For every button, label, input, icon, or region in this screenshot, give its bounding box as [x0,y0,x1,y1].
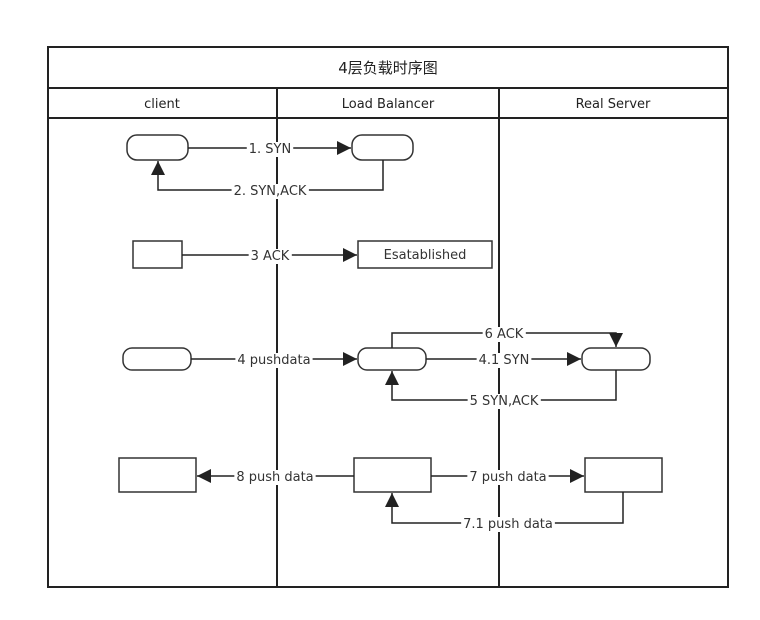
swimlane-frame [47,46,729,588]
lb-established-node [357,240,493,269]
label-m3: 3 ACK [248,249,292,264]
established-label: Esatablished [384,248,467,263]
lb-node-data [353,457,432,493]
client-node-ack [132,240,183,269]
diagram-title: 4层负载时序图 [338,59,438,77]
label-m6: 6 ACK [482,327,526,342]
svg-text:6 ACK: 6 ACK [485,327,524,342]
label-m2: 2. SYN,ACK [231,184,309,199]
svg-text:7 push data: 7 push data [469,470,546,485]
label-m8: 8 push data [234,470,316,485]
rs-node-syn [581,347,651,371]
lane-header-load-balancer: Load Balancer [342,97,435,112]
client-node-syn [126,134,189,161]
label-m71: 7.1 push data [461,517,555,532]
rs-node-data [584,457,663,493]
svg-text:8 push data: 8 push data [236,470,313,485]
client-node-push [122,347,192,371]
label-m4: 4 pushdata [235,353,313,368]
label-m41: 4.1 SYN [476,353,532,368]
lb-node-push [357,347,427,371]
lane-header-real-server: Real Server [576,97,651,112]
svg-text:4 pushdata: 4 pushdata [237,353,310,368]
svg-text:4.1 SYN: 4.1 SYN [479,353,530,368]
lb-node-syn [351,134,414,161]
svg-text:7.1 push data: 7.1 push data [463,517,553,532]
svg-text:3 ACK: 3 ACK [251,249,290,264]
client-node-data [118,457,197,493]
svg-text:5 SYN,ACK: 5 SYN,ACK [470,394,539,409]
lane-header-client: client [144,97,180,112]
label-m7: 7 push data [467,470,549,485]
label-m5: 5 SYN,ACK [467,394,541,409]
svg-text:2. SYN,ACK: 2. SYN,ACK [234,184,307,199]
label-m1: 1. SYN [246,142,294,157]
svg-text:1. SYN: 1. SYN [249,142,291,157]
